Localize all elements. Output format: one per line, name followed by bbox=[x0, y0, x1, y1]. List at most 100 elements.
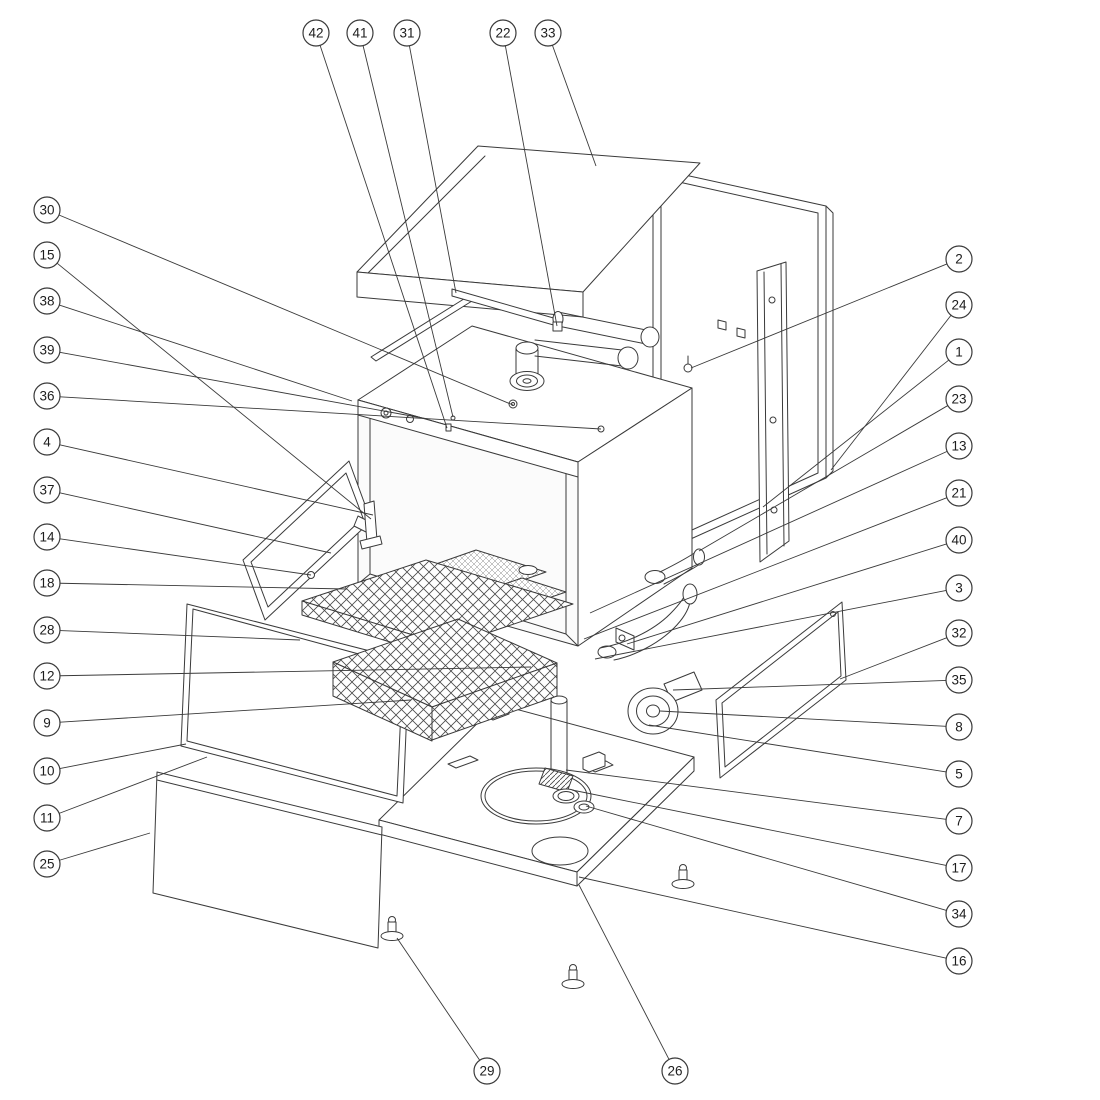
balloon-circle bbox=[945, 245, 973, 273]
balloon-number: 28 bbox=[39, 623, 54, 638]
callout-23: 23 bbox=[698, 385, 973, 552]
balloon-circle bbox=[33, 850, 61, 878]
callout-14: 14 bbox=[33, 523, 312, 576]
leader-line bbox=[690, 263, 948, 369]
callout-1: 1 bbox=[762, 338, 973, 508]
callout-5: 5 bbox=[648, 724, 973, 788]
tank-drain-hole bbox=[518, 565, 538, 575]
callout-18: 18 bbox=[33, 569, 348, 597]
balloon-circle bbox=[33, 241, 61, 269]
balloon-number: 26 bbox=[667, 1064, 682, 1079]
balloon-number: 10 bbox=[39, 764, 54, 779]
leader-line bbox=[59, 492, 332, 554]
balloon-number: 40 bbox=[951, 533, 966, 548]
adjustable-feet bbox=[380, 864, 695, 989]
balloon-number: 38 bbox=[39, 294, 54, 309]
balloon-circle bbox=[661, 1057, 689, 1085]
balloon-number: 34 bbox=[951, 907, 967, 922]
balloon-circle bbox=[945, 291, 973, 319]
balloon-circle bbox=[945, 574, 973, 602]
callout-28: 28 bbox=[33, 616, 301, 644]
callout-38: 38 bbox=[33, 287, 353, 402]
callout-3: 3 bbox=[594, 574, 973, 660]
balloon-circle bbox=[945, 479, 973, 507]
balloon-number: 5 bbox=[955, 767, 963, 782]
callout-2: 2 bbox=[690, 245, 973, 369]
balloon-number: 33 bbox=[540, 26, 555, 41]
callout-17: 17 bbox=[571, 789, 973, 882]
leader-line bbox=[839, 637, 948, 680]
leader-line bbox=[59, 582, 348, 590]
balloon-number: 2 bbox=[955, 252, 963, 267]
callout-30: 30 bbox=[33, 196, 514, 406]
leader-line bbox=[59, 666, 532, 677]
balloon-number: 23 bbox=[951, 392, 966, 407]
leader-line bbox=[319, 45, 448, 429]
balloon-number: 29 bbox=[479, 1064, 494, 1079]
balloon-circle bbox=[489, 19, 517, 47]
leader-line bbox=[362, 45, 454, 418]
balloon-number: 41 bbox=[352, 26, 367, 41]
balloon-circle bbox=[945, 713, 973, 741]
leader-line bbox=[59, 538, 312, 576]
balloon-number: 36 bbox=[39, 389, 54, 404]
callout-21: 21 bbox=[583, 479, 973, 640]
balloon-circle bbox=[945, 338, 973, 366]
leader-line bbox=[59, 304, 353, 402]
callout-13: 13 bbox=[589, 432, 973, 614]
pump-housing bbox=[627, 687, 679, 735]
leader-line bbox=[626, 543, 947, 645]
balloon-number: 15 bbox=[39, 248, 54, 263]
balloon-number: 3 bbox=[955, 581, 963, 596]
balloon-circle bbox=[945, 619, 973, 647]
balloon-circle bbox=[33, 476, 61, 504]
corner-clamp bbox=[683, 363, 693, 373]
base-assembly bbox=[378, 671, 703, 887]
balloon-circle bbox=[473, 1057, 501, 1085]
balloon-circle bbox=[945, 854, 973, 882]
callout-15: 15 bbox=[33, 241, 372, 520]
foot bbox=[561, 964, 585, 989]
callout-31: 31 bbox=[393, 19, 457, 294]
callout-7: 7 bbox=[565, 769, 973, 835]
balloon-circle bbox=[33, 569, 61, 597]
leader-line bbox=[551, 45, 597, 167]
rinse-nozzle bbox=[508, 399, 518, 409]
callout-22: 22 bbox=[489, 19, 558, 327]
leader-line bbox=[762, 359, 950, 508]
leader-line bbox=[594, 590, 947, 660]
rail-hole bbox=[445, 423, 452, 432]
leader-line bbox=[58, 214, 514, 406]
balloon-number: 21 bbox=[951, 486, 966, 501]
leader-line bbox=[578, 884, 670, 1060]
mounting-strip bbox=[756, 261, 790, 563]
balloon-number: 39 bbox=[39, 343, 54, 358]
leader-line bbox=[396, 937, 481, 1061]
machine-drawing bbox=[152, 145, 847, 989]
callout-33: 33 bbox=[534, 19, 597, 167]
callout-11: 11 bbox=[33, 756, 208, 832]
bracket bbox=[582, 751, 606, 773]
balloon-number: 17 bbox=[951, 861, 966, 876]
drain-nut bbox=[573, 800, 595, 814]
callout-42: 42 bbox=[302, 19, 448, 429]
balloon-circle bbox=[33, 616, 61, 644]
leader-line bbox=[408, 45, 457, 294]
balloon-number: 32 bbox=[951, 626, 966, 641]
leader-line bbox=[59, 743, 187, 769]
callout-12: 12 bbox=[33, 662, 532, 690]
balloon-number: 31 bbox=[399, 26, 414, 41]
base-hole bbox=[531, 836, 589, 866]
balloon-number: 8 bbox=[955, 720, 963, 735]
drain-elbow-upper bbox=[644, 548, 705, 585]
balloon-number: 42 bbox=[308, 26, 323, 41]
callout-10: 10 bbox=[33, 743, 187, 785]
balloon-number: 30 bbox=[39, 203, 54, 218]
balloon-number: 12 bbox=[39, 669, 54, 684]
callout-25: 25 bbox=[33, 832, 151, 878]
balloon-circle bbox=[33, 428, 61, 456]
callout-39: 39 bbox=[33, 336, 429, 420]
callout-35: 35 bbox=[672, 666, 973, 694]
leader-line bbox=[59, 699, 412, 723]
